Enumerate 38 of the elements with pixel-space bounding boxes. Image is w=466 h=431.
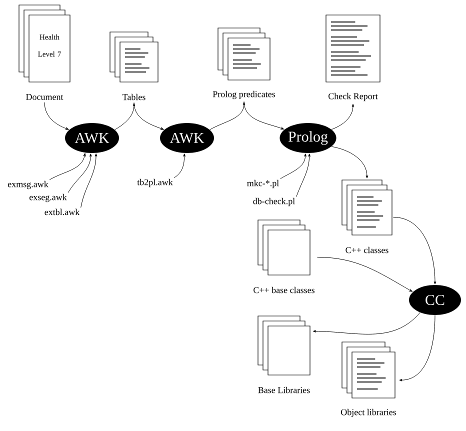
arrow [114, 103, 136, 130]
document-stack: C++ classes [342, 180, 392, 254]
arrow [174, 154, 186, 178]
document-stack: Object libraries [341, 342, 396, 418]
arrow [399, 314, 436, 382]
arrow [244, 101, 284, 130]
script-name: extbl.awk [44, 208, 80, 216]
script-name: mkc-*.pl [247, 180, 279, 188]
document-stack: Check Report [326, 14, 380, 102]
node-label: Check Report [328, 92, 378, 102]
node-label: C++ base classes [254, 286, 315, 294]
arrow [331, 104, 354, 130]
arrow [44, 102, 69, 130]
node-label: Base Libraries [258, 386, 310, 394]
script-name: tb2pl.awk [137, 178, 173, 188]
script-name: exmsg.awk [8, 180, 48, 190]
node-label: Document [26, 94, 64, 100]
document-stack: Prolog predicates [212, 28, 276, 100]
arrow [280, 154, 307, 179]
script-name: exseg.awk [29, 194, 67, 202]
script-name: db-check.pl [253, 198, 295, 206]
arrow [68, 154, 92, 193]
node-label: Prolog predicates [212, 90, 276, 100]
arrow [316, 256, 412, 292]
document-stack: C++ base classes [254, 220, 314, 294]
arrow [312, 312, 420, 334]
arrow [296, 154, 311, 197]
arrow [80, 154, 98, 208]
node-label: C++ classes [346, 246, 388, 254]
arrow [392, 216, 436, 284]
arrow [210, 102, 246, 130]
arrow [134, 102, 164, 130]
node-label: Tables [122, 94, 146, 100]
arrow [49, 153, 86, 180]
node-label: Object libraries [341, 408, 396, 418]
document-stack: Base Libraries [258, 316, 310, 394]
arrow [331, 146, 368, 178]
document-stack: Tables [110, 32, 158, 100]
